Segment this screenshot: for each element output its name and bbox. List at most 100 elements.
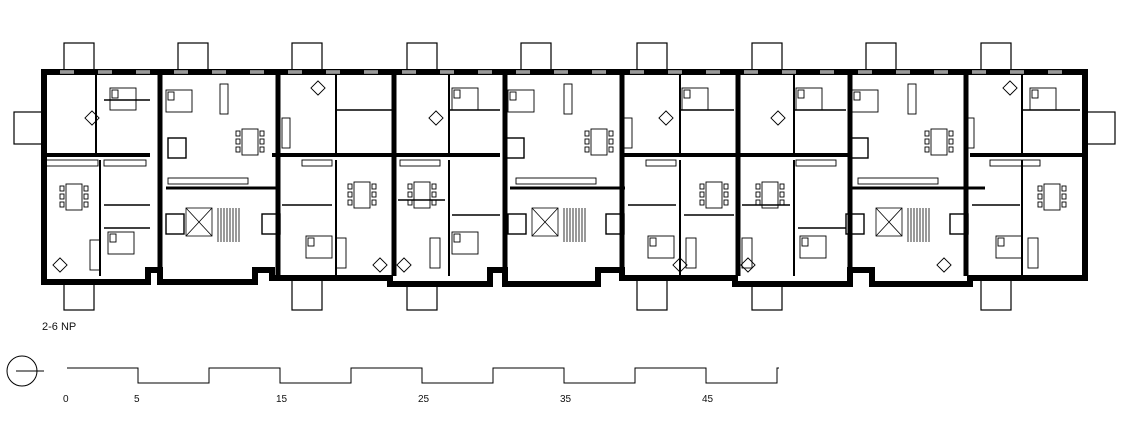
elevator-cross: [531, 207, 559, 237]
balconies-north: [63, 42, 1012, 74]
chair: [948, 130, 954, 137]
chair: [699, 183, 705, 190]
table-top: [590, 128, 608, 156]
table-top: [1043, 183, 1061, 211]
balcony-north: [63, 42, 95, 74]
table-top: [705, 181, 723, 209]
interior-walls: [46, 70, 1083, 276]
chair: [779, 183, 785, 190]
bed: [799, 235, 827, 259]
chair: [755, 191, 761, 198]
bed: [165, 89, 193, 113]
chair: [235, 130, 241, 137]
bed: [995, 235, 1023, 259]
elevator-shaft: [875, 207, 903, 237]
kitchen-counter: [103, 159, 147, 167]
chair: [948, 146, 954, 153]
balcony-south: [980, 277, 1012, 311]
chair: [723, 199, 729, 206]
armchair: [372, 257, 388, 273]
bathroom: [605, 213, 625, 235]
chair: [347, 183, 353, 190]
dining-table: [699, 181, 729, 209]
chair: [924, 146, 930, 153]
pillow: [509, 91, 517, 101]
scale-tick-label: 5: [134, 394, 140, 405]
pillow: [307, 237, 315, 247]
sofa: [335, 237, 347, 269]
chair: [371, 199, 377, 206]
chair: [779, 199, 785, 206]
chair: [407, 199, 413, 206]
table-top: [241, 128, 259, 156]
kitchen-counter: [45, 159, 99, 167]
armchair: [52, 257, 68, 273]
balcony-north: [636, 42, 668, 74]
wardrobe: [281, 117, 291, 149]
armchair: [770, 110, 786, 126]
chair: [608, 146, 614, 153]
bathroom: [949, 213, 969, 235]
chair: [235, 138, 241, 145]
table-top: [65, 183, 83, 211]
elevator-cross: [875, 207, 903, 237]
pillow: [683, 89, 691, 99]
kitchen-counter: [989, 159, 1041, 167]
kitchen-counter: [645, 159, 677, 167]
bed: [107, 231, 135, 255]
chair: [755, 183, 761, 190]
scale-tick-label: 25: [418, 394, 430, 405]
chair: [259, 138, 265, 145]
bed-frame: [1029, 87, 1057, 111]
bathroom: [845, 213, 865, 235]
floor-label: 2-6 NP: [42, 321, 76, 333]
kitchen-counter: [795, 159, 837, 167]
chair: [347, 191, 353, 198]
sofa: [1027, 237, 1039, 269]
sofa: [89, 239, 101, 271]
elevator-cross: [185, 207, 213, 237]
dining-table: [235, 128, 265, 156]
chair: [83, 185, 89, 192]
bed: [109, 87, 137, 111]
chair: [347, 199, 353, 206]
bathroom: [505, 137, 525, 159]
pillow: [111, 89, 119, 99]
bed: [305, 235, 333, 259]
armchair: [84, 110, 100, 126]
chair: [924, 138, 930, 145]
bed-frame: [681, 87, 709, 111]
wardrobe: [965, 117, 975, 149]
chair: [924, 130, 930, 137]
scale-bar-line: [67, 367, 779, 384]
balcony-north: [291, 42, 323, 74]
armchair: [672, 257, 688, 273]
chair: [584, 130, 590, 137]
dining-table: [59, 183, 89, 211]
balcony-north: [406, 42, 438, 74]
chair: [1037, 201, 1043, 208]
bed: [795, 87, 823, 111]
bed: [451, 231, 479, 255]
bed: [851, 89, 879, 113]
bed-frame: [507, 89, 535, 113]
scale-tick-label: 45: [702, 394, 714, 405]
balcony-north: [520, 42, 552, 74]
bed: [451, 87, 479, 111]
bed: [647, 235, 675, 259]
chair: [584, 138, 590, 145]
bed-frame: [851, 89, 879, 113]
balcony-east: [1084, 111, 1116, 145]
kitchen-counter: [301, 159, 333, 167]
chair: [431, 191, 437, 198]
table-top: [413, 181, 431, 209]
pillow: [167, 91, 175, 101]
chair: [59, 201, 65, 208]
armchair: [936, 257, 952, 273]
wardrobe: [623, 117, 633, 149]
chair: [608, 138, 614, 145]
pillow: [649, 237, 657, 247]
bed-frame: [451, 231, 479, 255]
